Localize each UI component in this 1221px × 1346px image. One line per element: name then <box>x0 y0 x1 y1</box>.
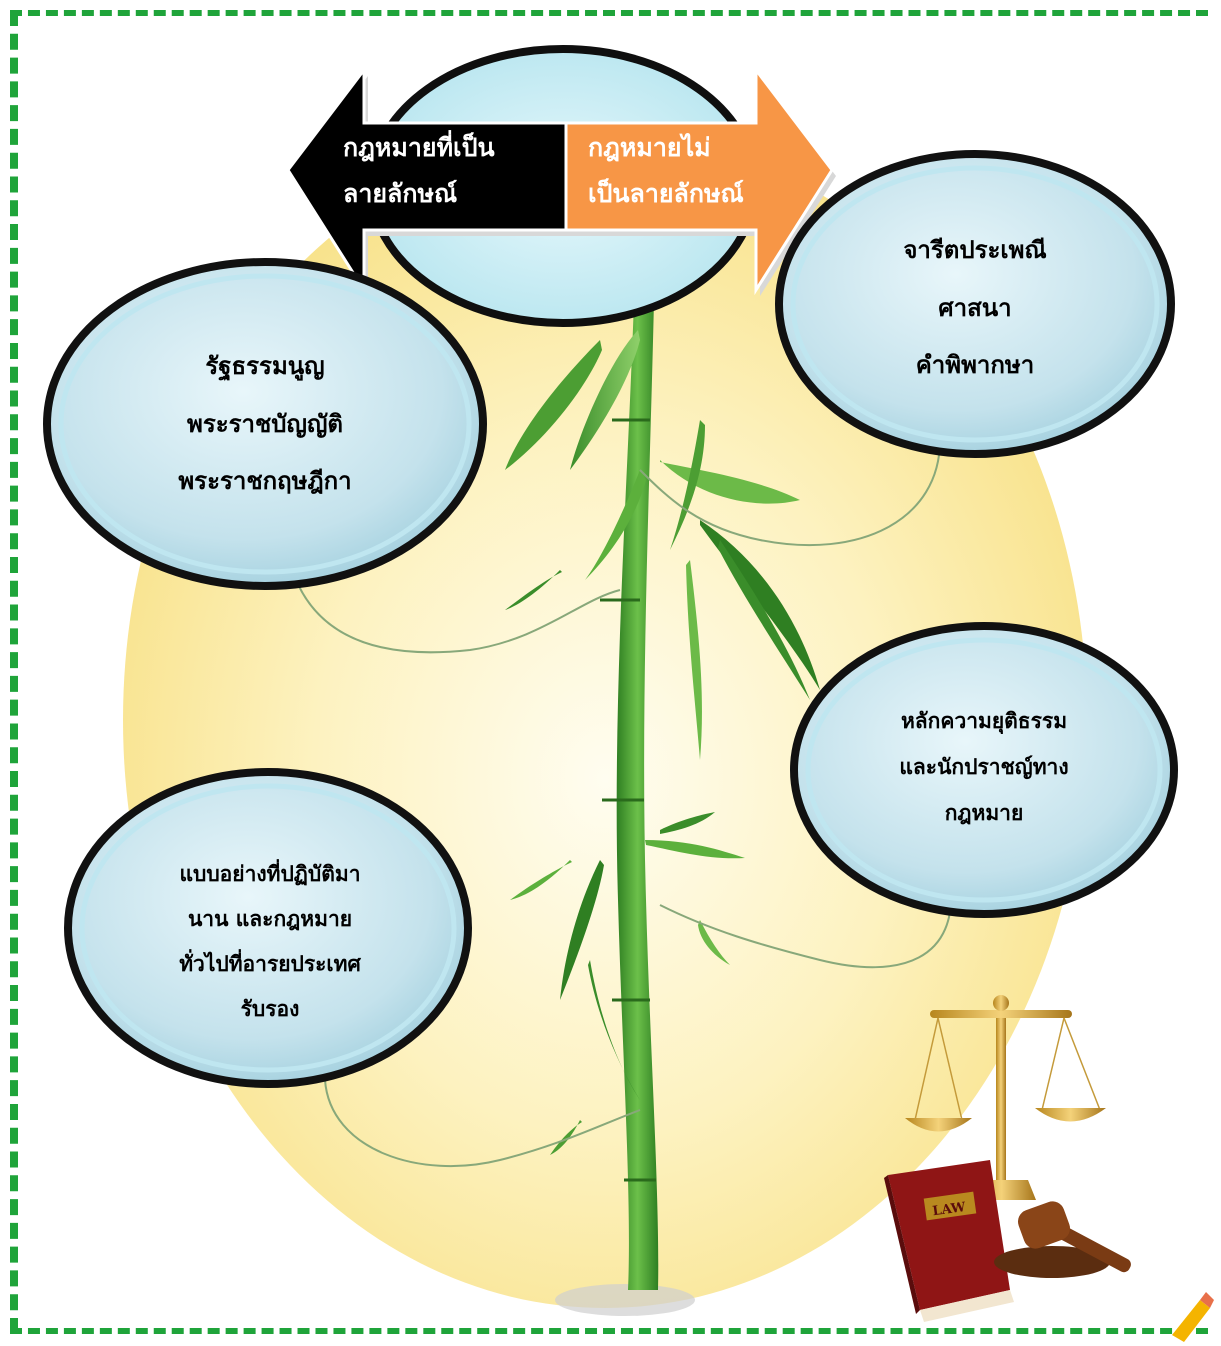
right-arrow-line-1: กฎหมายไม่ <box>588 133 711 162</box>
right-arrow <box>564 65 836 296</box>
bubble-mid-right-text: หลักความยุติธรรม และนักปราชญ์ทาง กฎหมาย <box>834 698 1134 837</box>
scales-of-justice-icon <box>905 995 1106 1200</box>
bamboo-plant-illustration <box>284 300 953 1316</box>
law-book-icon: LAW <box>884 1160 1014 1322</box>
bubble-mid-right-line-2: และนักปราชญ์ทาง <box>899 755 1069 780</box>
bubble-bottom-left <box>64 768 472 1088</box>
bubble-top-left-line-1: รัฐธรรมนูญ <box>205 352 325 380</box>
bubble-top-right-line-1: จารีตประเพณี <box>903 236 1047 264</box>
right-arrow-label: กฎหมายไม่ เป็นลายลักษณ์ <box>588 125 744 218</box>
right-arrow-line-2: เป็นลายลักษณ์ <box>588 179 744 209</box>
bubble-top-right-line-2: ศาสนา <box>938 293 1012 322</box>
bubble-top-left-line-2: พระราชบัญญัติ <box>187 409 343 438</box>
gavel-icon <box>994 1201 1131 1278</box>
dashed-frame <box>10 10 1208 1334</box>
left-arrow-line-1: กฎหมายที่เป็น <box>343 133 495 162</box>
left-arrow-line-2: ลายลักษณ์ <box>343 179 458 209</box>
pencil-icon <box>1172 1292 1214 1342</box>
bubble-mid-right-line-1: หลักความยุติธรรม <box>900 709 1068 733</box>
bubble-mid-right-line-3: กฎหมาย <box>944 801 1024 826</box>
bubble-top-left-line-3: พระราชกฤษฎีกา <box>178 467 352 496</box>
bubble-bottom-left-line-3: ทั่วไปที่อารยประเทศ <box>179 952 361 977</box>
left-arrow <box>286 65 570 296</box>
bubble-bottom-left-line-2: นาน และกฎหมาย <box>187 907 353 932</box>
bubble-top-right-line-3: คำพิพากษา <box>915 351 1035 380</box>
bubble-top-left-text: รัฐธรรมนูญ พระราชบัญญัติ พระราชกฤษฎีกา <box>110 338 420 511</box>
bubble-bottom-left-line-1: แบบอย่างที่ปฏิบัติมา <box>179 862 361 886</box>
bubble-bottom-left-line-4: รับรอง <box>240 997 300 1022</box>
bubble-mid-right <box>790 622 1178 918</box>
left-arrow-label: กฎหมายที่เป็น ลายลักษณ์ <box>343 125 495 218</box>
bubble-top-left <box>43 258 487 590</box>
law-book-label: LAW <box>932 1200 967 1220</box>
bubble-top-right-text: จารีตประเพณี ศาสนา คำพิพากษา <box>820 222 1130 395</box>
bubble-bottom-left-text: แบบอย่างที่ปฏิบัติมา นาน และกฎหมาย ทั่วไ… <box>120 852 420 1033</box>
bubble-top-right <box>775 150 1175 458</box>
